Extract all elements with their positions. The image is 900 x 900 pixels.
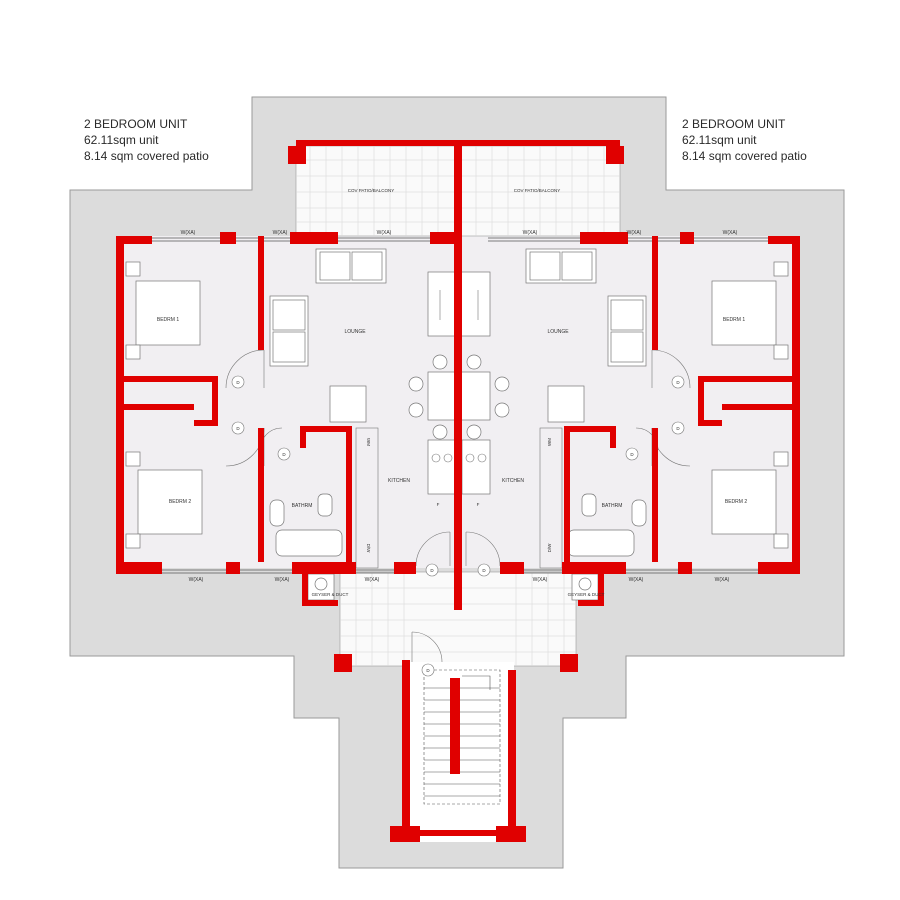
label-bedroom-2-right: BEDRM 2 [725, 499, 747, 505]
room-labels: BEDRM 1 BEDRM 2 LOUNGE KITCHEN BATHRM CO… [157, 188, 747, 597]
label-lounge-left: LOUNGE [344, 329, 366, 335]
window-label: W(XA) [275, 577, 290, 583]
label-kitchen-right: KITCHEN [502, 478, 524, 484]
fridge-label-left: F [437, 502, 440, 507]
bed-2-left [137, 469, 203, 535]
patio-tile-grid [296, 146, 620, 666]
dishwasher-label-left: D/W [366, 544, 371, 554]
window-label: W(XA) [627, 230, 642, 236]
unit-title: 2 BEDROOM UNIT [682, 117, 786, 131]
counter-right [461, 439, 491, 495]
door-label: D [430, 568, 434, 573]
door-label: D [236, 380, 240, 385]
label-lounge-right: LOUNGE [547, 329, 569, 335]
label-bedroom-1-right: BEDRM 1 [723, 317, 745, 323]
door-label: D [282, 452, 286, 457]
door-label: D [676, 426, 680, 431]
unit-info-right: 2 BEDROOM UNIT 62.11sqm unit 8.14 sqm co… [682, 116, 807, 164]
bathtub-left [275, 529, 343, 557]
door-label: D [676, 380, 680, 385]
label-bathroom-left: BATHRM [292, 503, 313, 509]
counter-left [427, 439, 457, 495]
toilet-left [317, 493, 333, 517]
door-label: D [236, 426, 240, 431]
kitchen-fittings [355, 290, 563, 569]
unit-title: 2 BEDROOM UNIT [84, 117, 188, 131]
door-markers: D D D D D D D D D [231, 375, 685, 677]
dishwasher-label-right: D/W [547, 543, 552, 553]
door-label: D [630, 452, 634, 457]
unit-patio-area: 8.14 sqm covered patio [682, 149, 807, 163]
armchair-left [329, 385, 367, 423]
window-label: W(XA) [365, 577, 380, 583]
bathtub-right [567, 529, 635, 557]
window-label: W(XA) [715, 577, 730, 583]
label-patio-left: COV PATIO/BALCONY [348, 188, 395, 193]
label-bathroom-right: BATHRM [602, 503, 623, 509]
label-patio-right: COV PATIO/BALCONY [514, 188, 561, 193]
window-label: W(XA) [181, 230, 196, 236]
unit-info-left: 2 BEDROOM UNIT 62.11sqm unit 8.14 sqm co… [84, 116, 209, 164]
fridge-label-right: F [477, 502, 480, 507]
door-label: D [426, 668, 430, 673]
washer-label-right: WM [547, 438, 552, 446]
window-label: W(XA) [273, 230, 288, 236]
unit-patio-area: 8.14 sqm covered patio [84, 149, 209, 163]
label-bedroom-2-left: BEDRM 2 [169, 499, 191, 505]
bed-1-right [711, 280, 777, 346]
window-label: W(XA) [533, 577, 548, 583]
window-label: W(XA) [523, 230, 538, 236]
toilet-right [581, 493, 597, 517]
unit-area: 62.11sqm unit [682, 133, 757, 147]
door-label: D [482, 568, 486, 573]
window-label: W(XA) [629, 577, 644, 583]
washer-label-left: WM [366, 438, 371, 446]
window-label: W(XA) [723, 230, 738, 236]
appliance-labels: WM F D/W WM F D/W [366, 438, 552, 553]
walls [116, 140, 800, 842]
basin-left [269, 499, 285, 527]
bed-2-right [711, 469, 777, 535]
stair-treads [423, 669, 501, 805]
armchair-right [547, 385, 585, 423]
window-labels: W(XA) W(XA) W(XA) W(XA) W(XA) W(XA) W(XA… [181, 230, 738, 583]
bed-1-left [135, 280, 201, 346]
label-kitchen-left: KITCHEN [388, 478, 410, 484]
label-geyser-left: GEYSER & DUCT [312, 592, 349, 597]
basin-right [631, 499, 647, 527]
label-geyser-right: GEYSER & DUCT [568, 592, 605, 597]
label-bedroom-1-left: BEDRM 1 [157, 317, 179, 323]
window-label: W(XA) [377, 230, 392, 236]
window-label: W(XA) [189, 577, 204, 583]
door-swings [225, 349, 691, 663]
unit-area: 62.11sqm unit [84, 133, 159, 147]
